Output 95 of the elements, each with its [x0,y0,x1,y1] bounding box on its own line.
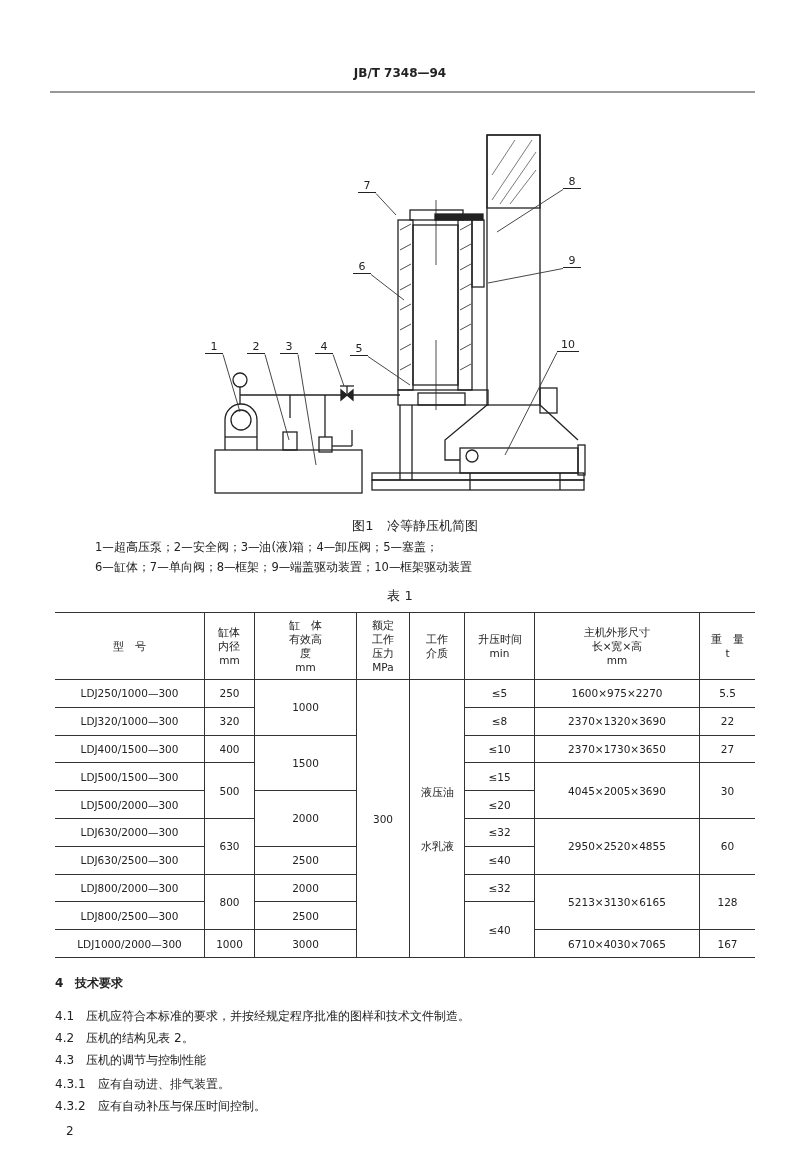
table-cell: 水乳液 [420,838,454,853]
page-number: 2 [66,1124,74,1138]
table-cell: ≤40 [488,922,511,937]
table-cell: 320 [219,714,240,729]
table-cell: 2500 [292,853,319,868]
column-header: min [489,646,510,660]
table-cell: 2370×1730×3650 [568,742,666,756]
table-cell: LDJ250/1000—300 [80,686,179,701]
table-cell: 6710×4030×7065 [568,936,666,951]
table-cell: LDJ1000/2000—300 [77,936,182,951]
table-cell: 2950×2520×4855 [568,839,666,854]
callout-number: 1 [205,340,223,354]
column-header: mm [219,653,240,667]
paragraph: 4.1 压机应符合本标准的要求，并按经规定程序批准的图样和技术文件制造。 [55,1008,471,1025]
column-header: 长×宽×高 [591,639,643,653]
table-cell: LDJ320/1000—300 [80,714,179,729]
leader-line [222,354,241,413]
table-cell: 30 [720,783,735,798]
table-cell: ≤8 [491,714,508,729]
table-cell: 2370×1320×3690 [568,714,666,729]
table-cell: 1000 [216,936,243,951]
leader-line [332,354,345,387]
figure-key: 1—超高压泵；2—安全阀；3—油(液)箱；4—卸压阀；5—塞盖； [95,540,439,555]
column-header: MPa [372,660,394,674]
column-header: 重 量 [711,632,744,646]
table-cell: LDJ500/1500—300 [80,769,179,784]
table-cell: ≤32 [488,881,511,895]
leader-line [367,356,411,386]
column-header: 额定工作压力 [371,618,395,660]
table-cell: 5213×3130×6165 [568,894,666,909]
table-cell: 4045×2005×3690 [568,783,666,798]
table-cell: 2000 [292,811,319,826]
figure-key: 6—缸体；7—单向阀；8—框架；9—端盖驱动装置；10—框架驱动装置 [95,560,473,575]
table-cell: 400 [219,742,240,756]
table-cell: LDJ800/2000—300 [80,881,179,895]
table-cell: ≤40 [488,853,511,868]
callout-number: 9 [563,254,581,268]
table-cell: ≤10 [488,742,511,756]
column-header: 主机外形尺寸 [584,625,650,639]
table-cell: 630 [219,839,240,854]
paragraph: 4.3.2 应有自动补压与保压时间控制。 [55,1098,266,1115]
callout-number: 7 [358,179,376,193]
table-cell: 500 [219,783,240,798]
column-header: mm [606,653,628,667]
table-cell: 22 [720,714,735,729]
table-cell: LDJ630/2500—300 [80,853,179,868]
callout-number: 8 [563,175,581,189]
table-cell: 128 [717,894,738,909]
table-cell: ≤15 [488,769,511,784]
table-title: 表 1 [386,587,414,605]
callout-number: 4 [315,340,333,354]
column-header: t [725,646,730,660]
table-cell: 5.5 [719,686,736,701]
figure-caption: 图1 冷等静压机简图 [351,517,479,535]
callout-number: 3 [280,340,298,354]
table-cell: ≤32 [488,825,511,840]
table-cell: 1500 [292,755,319,770]
column-header: 型 号 [113,639,146,653]
leader-line [496,189,564,233]
leader-line [370,274,405,301]
table-cell: 27 [720,742,735,756]
table-cell: LDJ400/1500—300 [80,742,179,756]
table-cell: 300 [372,811,393,826]
table-cell: 1000 [292,700,319,715]
table-cell: 1600×975×2270 [571,686,663,701]
paragraph: 4.3.1 应有自动进、排气装置。 [55,1076,230,1093]
leader-line [487,268,564,284]
table-cell: 800 [219,894,240,909]
table-cell: ≤20 [488,797,511,812]
table-cell: 液压油 [420,784,454,799]
leader-line [504,352,558,456]
section-heading: 4 技术要求 [55,975,124,992]
table-cell: 2500 [292,908,319,923]
table-cell: ≤5 [491,686,508,701]
table-cell: 167 [717,936,738,951]
leader-line [297,354,317,466]
column-header: 升压时间 [477,632,522,646]
table-cell: LDJ800/2500—300 [80,908,179,923]
callout-number: 5 [350,342,368,356]
leader-line [375,193,397,216]
table-cell: LDJ630/2000—300 [80,825,179,840]
paragraph: 4.3 压机的调节与控制性能 [55,1052,207,1069]
column-header: 工作介质 [425,632,448,660]
table-cell: 2000 [292,881,319,895]
callout-number: 10 [557,338,579,352]
table-cell: 3000 [292,936,319,951]
table-cell: 60 [720,839,735,854]
callout-number: 6 [353,260,371,274]
table-cell: LDJ500/2000—300 [80,797,179,812]
standard-number: JB/T 7348—94 [352,66,448,80]
table-cell: 250 [219,686,240,701]
callout-number: 2 [247,340,265,354]
leader-line [264,354,290,441]
paragraph: 4.2 压机的结构见表 2。 [55,1030,194,1047]
column-header: mm [295,660,316,674]
